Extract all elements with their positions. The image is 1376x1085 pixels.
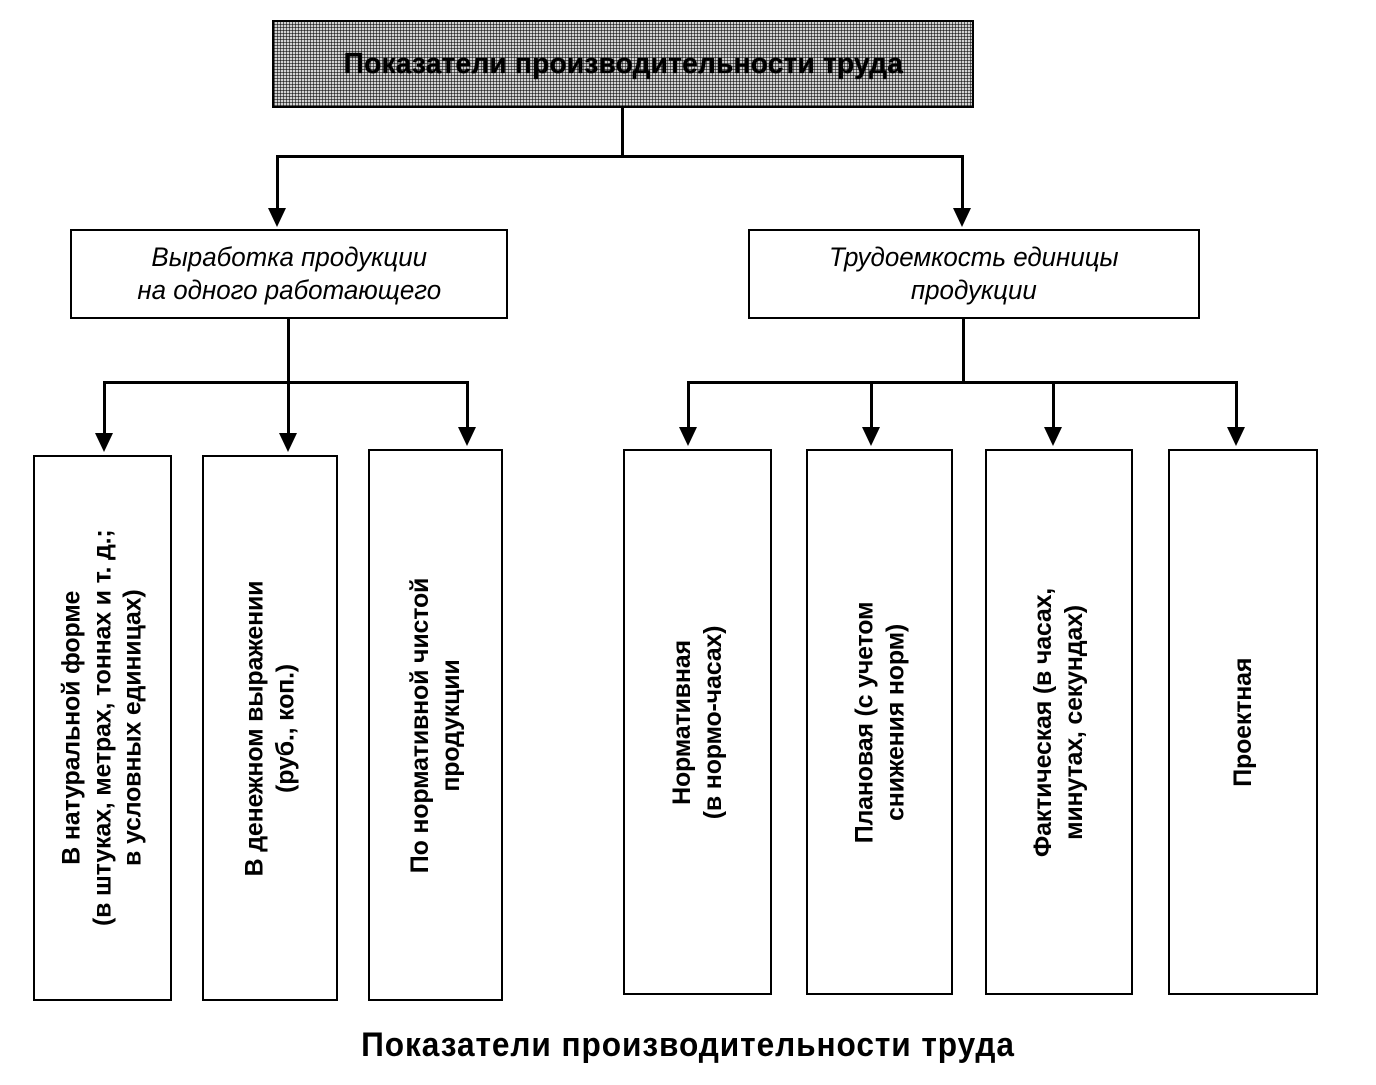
connector-left-2 (287, 381, 290, 436)
leaf-box-planned: Плановая (с учетом снижения норм) (806, 449, 953, 995)
arrow-root-to-left (268, 208, 286, 227)
connector-root-bus (276, 155, 964, 158)
root-title-box: Показатели производительности труда (272, 20, 974, 108)
arrow-left-2 (279, 433, 297, 452)
arrow-root-to-right (953, 208, 971, 227)
leaf-label-normative-net-output: По нормативной чистой продукции (406, 577, 465, 873)
leaf-label-normative: Нормативная (в нормо-часах) (668, 625, 727, 819)
connector-right-bus (687, 381, 1238, 384)
connector-right-stem (962, 319, 965, 383)
connector-right-3 (1052, 381, 1055, 430)
leaf-box-actual: Фактическая (в часах, минутах, секундах) (985, 449, 1133, 995)
arrow-right-2 (862, 427, 880, 446)
connector-root-stem (621, 108, 624, 157)
arrow-right-1 (679, 427, 697, 446)
branch-box-labor-intensity: Трудоемкость единицы продукции (748, 229, 1200, 319)
branch-label-labor-intensity: Трудоемкость единицы продукции (829, 242, 1119, 305)
arrow-right-4 (1227, 427, 1245, 446)
connector-right-4 (1235, 381, 1238, 430)
connector-left-bus (103, 381, 469, 384)
connector-root-to-left (276, 155, 279, 212)
leaf-label-natural-form: В натуральной форме (в штуках, метрах, т… (57, 529, 147, 927)
connector-right-1 (687, 381, 690, 430)
connector-root-to-right (961, 155, 964, 212)
branch-label-output-per-worker: Выработка продукции на одного работающег… (137, 242, 441, 305)
leaf-box-normative: Нормативная (в нормо-часах) (623, 449, 772, 995)
connector-left-stem (287, 319, 290, 383)
figure-caption: Показатели производительности труда (361, 1026, 1015, 1064)
arrow-left-3 (458, 427, 476, 446)
connector-left-3 (466, 381, 469, 430)
leaf-label-monetary-terms: В денежном выражении (руб., коп.) (240, 580, 300, 876)
connector-left-1 (103, 381, 106, 436)
leaf-box-normative-net-output: По нормативной чистой продукции (368, 449, 503, 1001)
arrow-left-1 (95, 433, 113, 452)
branch-box-output-per-worker: Выработка продукции на одного работающег… (70, 229, 508, 319)
leaf-label-projected: Проектная (1228, 657, 1257, 787)
leaf-label-planned: Плановая (с учетом снижения норм) (850, 601, 909, 843)
leaf-box-monetary-terms: В денежном выражении (руб., коп.) (202, 455, 338, 1001)
connector-right-2 (870, 381, 873, 430)
leaf-box-natural-form: В натуральной форме (в штуках, метрах, т… (33, 455, 172, 1001)
leaf-box-projected: Проектная (1168, 449, 1318, 995)
arrow-right-3 (1044, 427, 1062, 446)
root-title-text: Показатели производительности труда (343, 47, 903, 80)
leaf-label-actual: Фактическая (в часах, минутах, секундах) (1029, 587, 1089, 857)
